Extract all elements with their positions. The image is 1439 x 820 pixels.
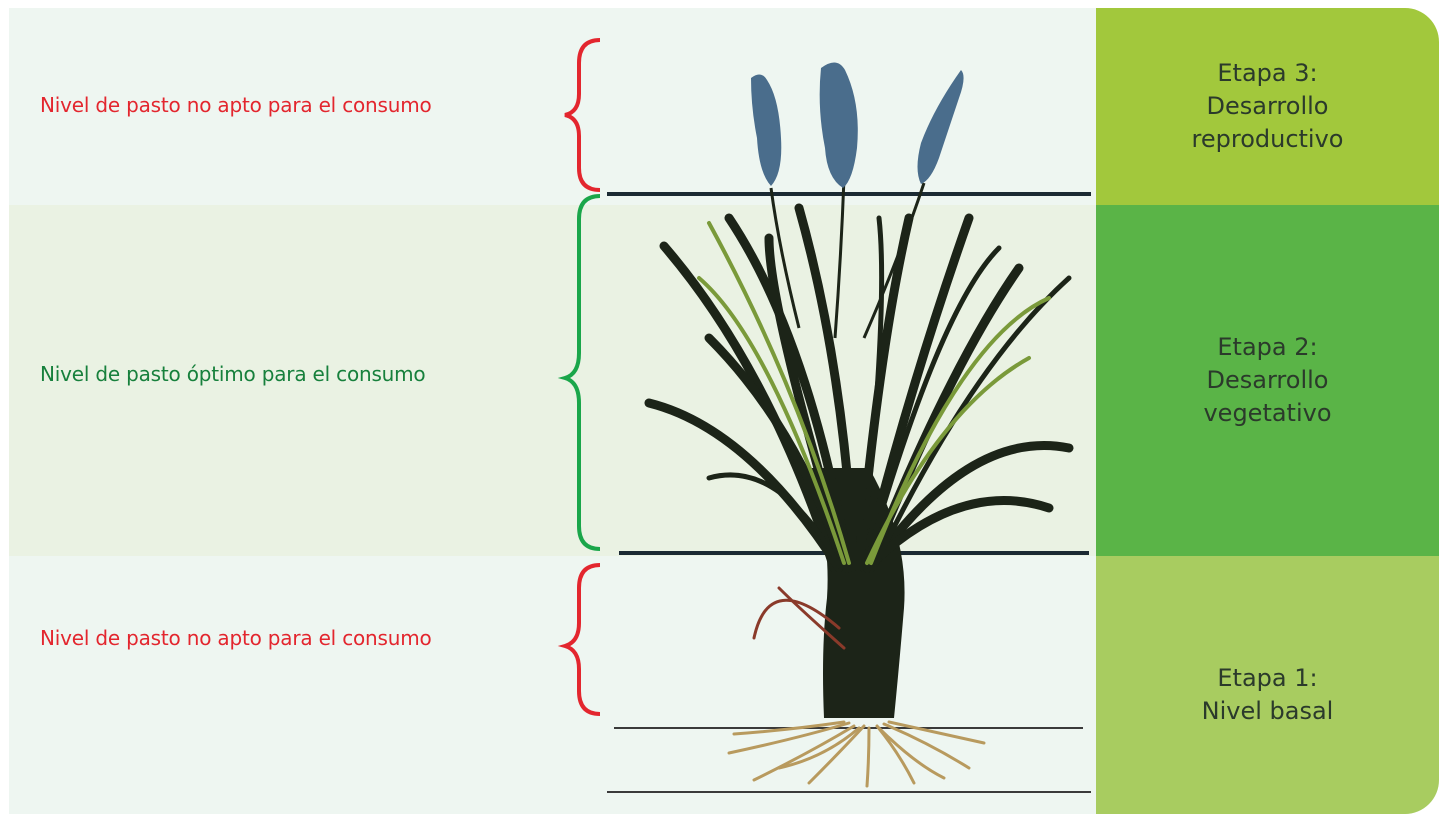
grass-plant-illustration [9, 8, 1096, 814]
stage-1-panel: Etapa 1: Nivel basal [1096, 556, 1439, 814]
middle-brace-icon [565, 196, 600, 549]
stage-2-line1: Desarrollo [1203, 364, 1331, 397]
stage-3-title: Etapa 3: [1192, 57, 1344, 90]
stage-1-line1: Nivel basal [1202, 695, 1334, 728]
upper-brace-icon [565, 40, 600, 190]
grass-growth-diagram: Nivel de pasto no apto para el consumo N… [9, 8, 1439, 814]
stage-2-line2: vegetativo [1203, 397, 1331, 430]
stage-3-line2: reproductivo [1192, 123, 1344, 156]
stage-1-title: Etapa 1: [1202, 662, 1334, 695]
stage-2-panel: Etapa 2: Desarrollo vegetativo [1096, 205, 1439, 556]
stage-3-panel: Etapa 3: Desarrollo reproductivo [1096, 8, 1439, 205]
seed-head-icon [751, 62, 964, 188]
lower-brace-icon [565, 565, 600, 714]
stage-3-line1: Desarrollo [1192, 90, 1344, 123]
stage-2-title: Etapa 2: [1203, 331, 1331, 364]
roots-icon [729, 722, 984, 786]
